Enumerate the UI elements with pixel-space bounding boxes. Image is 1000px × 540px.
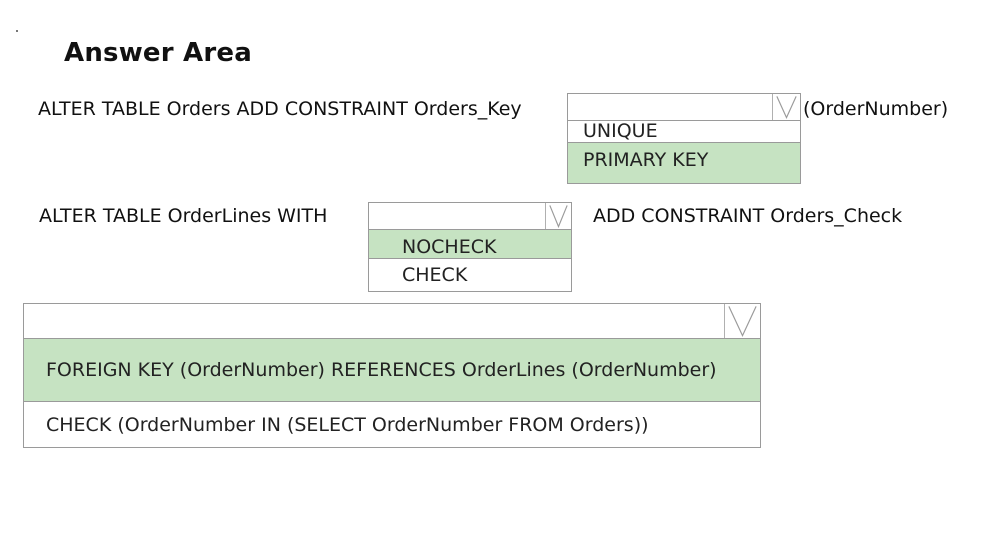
statement2-prefix: ALTER TABLE OrderLines WITH [39, 205, 328, 227]
option-foreign-key[interactable]: FOREIGN KEY (OrderNumber) REFERENCES Ord… [23, 339, 761, 401]
chevron-down-icon[interactable] [545, 203, 571, 229]
check-option-dropdown-header[interactable] [368, 202, 572, 230]
stray-dot [16, 30, 18, 32]
option-nocheck[interactable]: NOCHECK [368, 230, 572, 258]
constraint-definition-dropdown-header[interactable] [23, 303, 761, 339]
statement1-prefix: ALTER TABLE Orders ADD CONSTRAINT Orders… [38, 98, 522, 120]
chevron-down-icon[interactable] [772, 94, 800, 120]
answer-area-title: Answer Area [64, 38, 252, 68]
option-unique[interactable]: UNIQUE [567, 121, 801, 142]
option-check[interactable]: CHECK [368, 258, 572, 292]
statement2-suffix: ADD CONSTRAINT Orders_Check [593, 205, 903, 227]
chevron-down-icon[interactable] [724, 304, 760, 338]
option-check-subquery[interactable]: CHECK (OrderNumber IN (SELECT OrderNumbe… [23, 401, 761, 448]
constraint-type-dropdown-header[interactable] [567, 93, 801, 121]
statement1-suffix: (OrderNumber) [803, 98, 949, 120]
option-primary-key[interactable]: PRIMARY KEY [567, 142, 801, 184]
